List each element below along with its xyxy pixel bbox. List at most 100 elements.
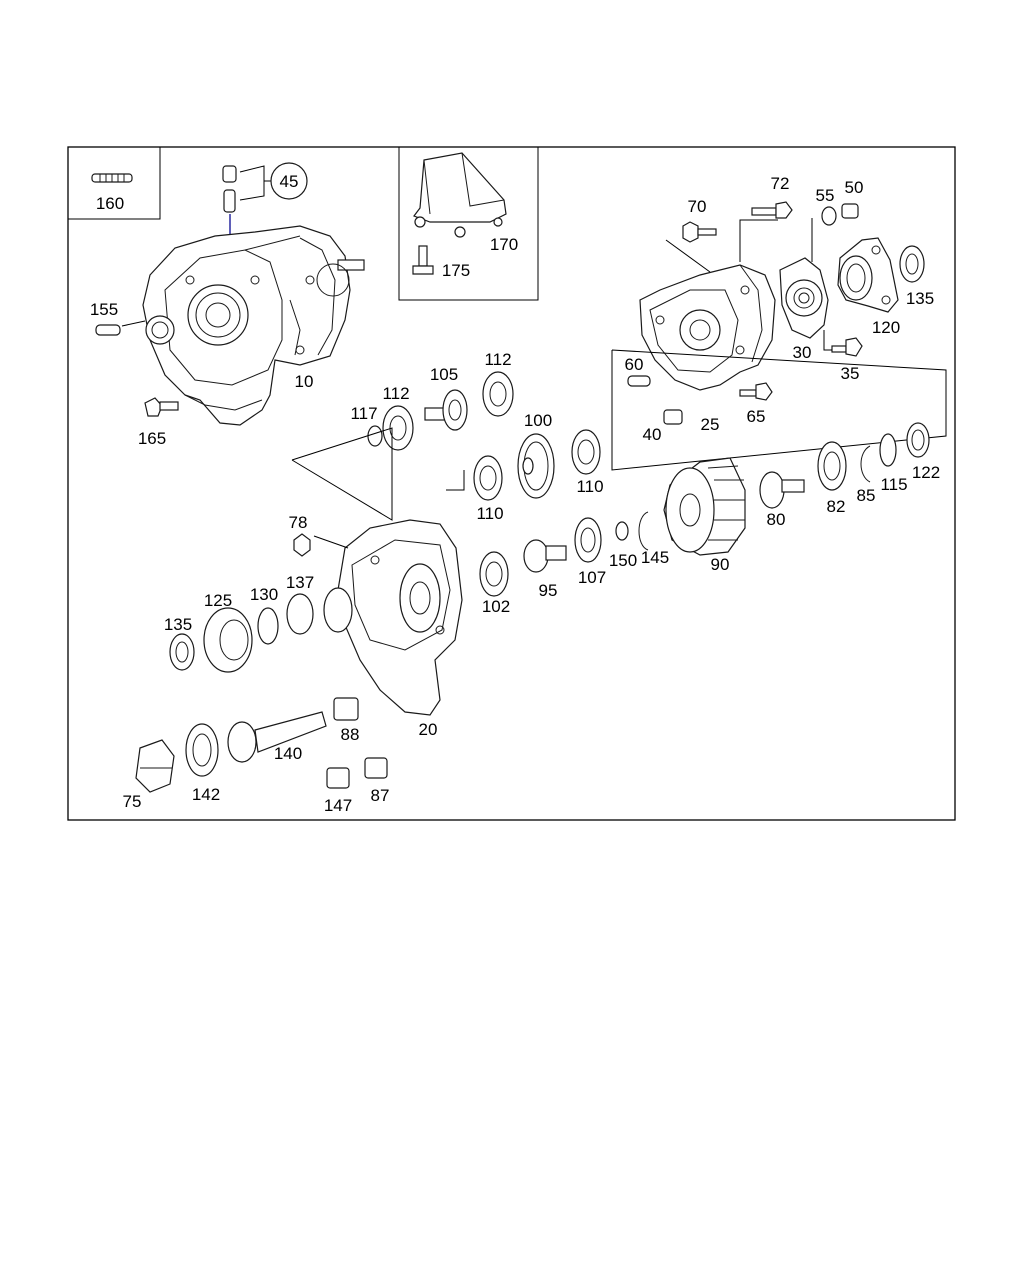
part-95-gear	[523, 539, 567, 573]
label-87: 87	[371, 786, 390, 805]
part-102-bearing	[479, 551, 509, 597]
part-165-bolt	[144, 397, 179, 417]
label-85: 85	[857, 486, 876, 505]
label-10: 10	[295, 372, 314, 391]
part-135-lower-nut	[169, 633, 195, 671]
part-160-stud	[91, 173, 133, 183]
part-112-bearing-left	[382, 405, 414, 451]
part-40-plug	[663, 409, 683, 425]
part-150-washer	[615, 521, 629, 541]
label-102: 102	[482, 597, 510, 616]
part-55-seal	[821, 206, 837, 226]
label-105: 105	[430, 365, 458, 384]
label-78: 78	[289, 513, 308, 532]
inset-box-170	[398, 146, 539, 301]
part-45-dowels	[222, 162, 308, 245]
part-85-circlip	[860, 445, 871, 483]
part-30-cover	[779, 218, 829, 339]
part-82-bearing	[817, 441, 847, 491]
label-117: 117	[350, 404, 377, 423]
part-122-nut	[906, 422, 930, 458]
label-112-right: 112	[484, 350, 511, 369]
label-140: 140	[274, 744, 302, 763]
label-142: 142	[192, 785, 220, 804]
label-72: 72	[771, 174, 790, 193]
label-30: 30	[793, 343, 812, 362]
label-175: 175	[442, 261, 470, 280]
part-175-bolt	[412, 245, 434, 275]
part-10-transfer-case	[142, 225, 365, 426]
part-137-seal	[286, 593, 314, 635]
label-135-lower: 135	[164, 615, 192, 634]
label-112-left: 112	[382, 384, 409, 403]
part-112-bearing-right	[482, 371, 514, 417]
part-75-cap	[135, 739, 175, 793]
part-147-needle-bearing	[326, 767, 350, 789]
label-40: 40	[643, 425, 662, 444]
label-122: 122	[912, 463, 940, 482]
part-65-bolt	[739, 382, 773, 401]
group-connector-line	[291, 427, 393, 521]
label-150: 150	[609, 551, 637, 570]
label-115: 115	[880, 475, 907, 494]
label-75: 75	[123, 792, 142, 811]
part-110-bearing-lower	[473, 455, 503, 501]
part-105-gear-shaft	[424, 389, 468, 431]
label-100: 100	[524, 411, 552, 430]
part-87-needle-bearing	[364, 757, 388, 779]
part-107-bearing	[574, 517, 602, 563]
part-170-bracket	[413, 152, 507, 238]
label-25: 25	[701, 415, 720, 434]
label-145: 145	[641, 548, 669, 567]
part-140-shaft	[227, 711, 327, 763]
label-125: 125	[204, 591, 232, 610]
label-130: 130	[250, 585, 278, 604]
label-170: 170	[490, 235, 518, 254]
inset-box-160	[67, 146, 161, 220]
part-20-housing	[323, 519, 463, 716]
part-115-washer	[879, 433, 897, 467]
part-142-seal	[185, 723, 219, 777]
part-117-washer	[367, 425, 383, 447]
label-135-upper: 135	[906, 289, 934, 308]
part-25-housing	[639, 264, 776, 391]
label-110-upper: 110	[576, 477, 603, 496]
label-80: 80	[767, 510, 786, 529]
part-78-nut	[293, 533, 311, 557]
part-72-bolt	[739, 201, 793, 262]
label-50: 50	[845, 178, 864, 197]
label-60: 60	[625, 355, 644, 374]
part-110-bearing-upper	[571, 429, 601, 475]
label-45: 45	[280, 172, 299, 191]
label-137: 137	[286, 573, 314, 592]
label-110-lower: 110	[476, 504, 503, 523]
part-35-bolt	[823, 330, 863, 357]
label-155: 155	[90, 300, 118, 319]
label-107: 107	[578, 568, 606, 587]
part-125-flange	[203, 607, 253, 673]
part-130-ring	[257, 607, 279, 645]
label-20: 20	[419, 720, 438, 739]
part-90-drum	[663, 457, 746, 556]
label-90: 90	[711, 555, 730, 574]
label-70: 70	[688, 197, 707, 216]
part-145-circlip	[638, 511, 649, 551]
label-120: 120	[872, 318, 900, 337]
part-120-flange	[837, 237, 899, 313]
part-50-plug	[841, 203, 859, 219]
part-100-gear	[517, 433, 555, 499]
part-70-bolt	[665, 221, 717, 273]
label-95: 95	[539, 581, 558, 600]
part-135-upper-nut	[899, 245, 925, 283]
label-55: 55	[816, 186, 835, 205]
label-65: 65	[747, 407, 766, 426]
part-80-shaft	[759, 471, 805, 509]
part-60-pin	[627, 375, 651, 387]
label-165: 165	[138, 429, 166, 448]
label-35: 35	[841, 364, 860, 383]
label-88: 88	[341, 725, 360, 744]
label-82: 82	[827, 497, 846, 516]
label-147: 147	[324, 796, 352, 815]
label-160: 160	[96, 194, 124, 213]
